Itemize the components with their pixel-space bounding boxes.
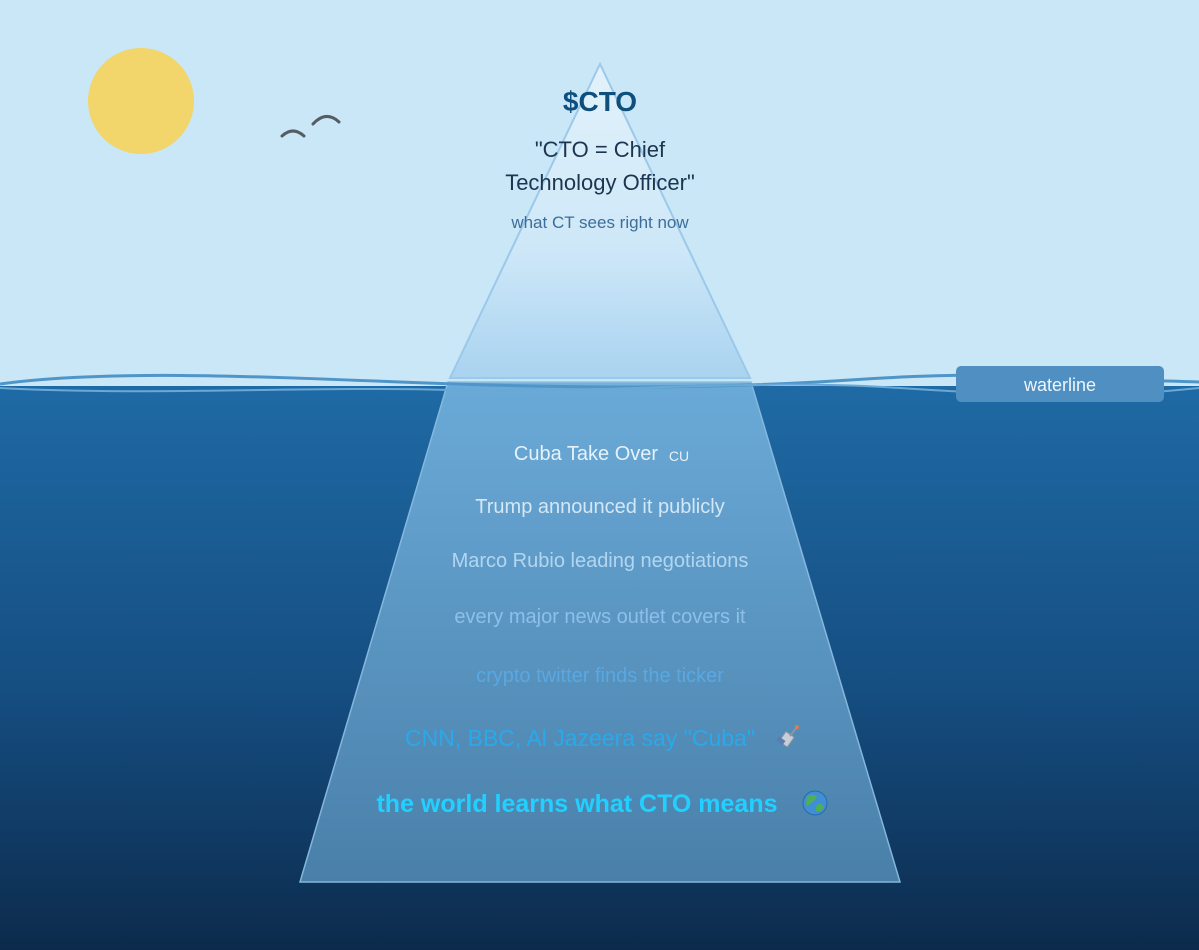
depth-text: Marco Rubio leading negotiations bbox=[452, 550, 749, 572]
tip-title: $CTO bbox=[563, 86, 637, 117]
tip-quote-line1: "CTO = Chief bbox=[535, 137, 666, 162]
waterline-label: waterline bbox=[1023, 375, 1096, 395]
birds bbox=[280, 115, 341, 138]
depth-text: Trump announced it publicly bbox=[475, 496, 724, 518]
waterline-badge-bg bbox=[956, 366, 1164, 402]
depth-row-1: Trump announced it publicly bbox=[475, 496, 724, 518]
depth-row-2: Marco Rubio leading negotiations bbox=[452, 550, 749, 572]
depth-row-3: every major news outlet covers it bbox=[454, 606, 746, 628]
depth-row-4: crypto twitter finds the ticker bbox=[476, 665, 724, 687]
satellite-icon bbox=[776, 725, 799, 748]
depth-text: the world learns what CTO means bbox=[376, 790, 777, 818]
tip-caption: what CT sees right now bbox=[510, 213, 689, 232]
tip-quote-line2: Technology Officer" bbox=[505, 170, 695, 195]
cuba-flag-text: CU bbox=[669, 448, 689, 464]
iceberg-body bbox=[298, 381, 902, 883]
depth-text: every major news outlet covers it bbox=[454, 606, 746, 628]
depth-text: crypto twitter finds the ticker bbox=[476, 665, 724, 687]
bird bbox=[311, 115, 341, 126]
globe-icon bbox=[802, 790, 828, 816]
depth-row-6: the world learns what CTO means bbox=[376, 790, 828, 818]
depth-row-5: CNN, BBC, Al Jazeera say "Cuba" bbox=[405, 725, 799, 751]
bird bbox=[280, 129, 306, 138]
waterline-badge: waterline bbox=[956, 366, 1164, 402]
sun bbox=[88, 48, 194, 154]
depth-text: Cuba Take Over bbox=[514, 443, 658, 465]
iceberg-tip bbox=[448, 61, 752, 379]
depth-text: CNN, BBC, Al Jazeera say "Cuba" bbox=[405, 725, 755, 751]
depth-row-0: Cuba Take Over CU bbox=[514, 443, 689, 465]
